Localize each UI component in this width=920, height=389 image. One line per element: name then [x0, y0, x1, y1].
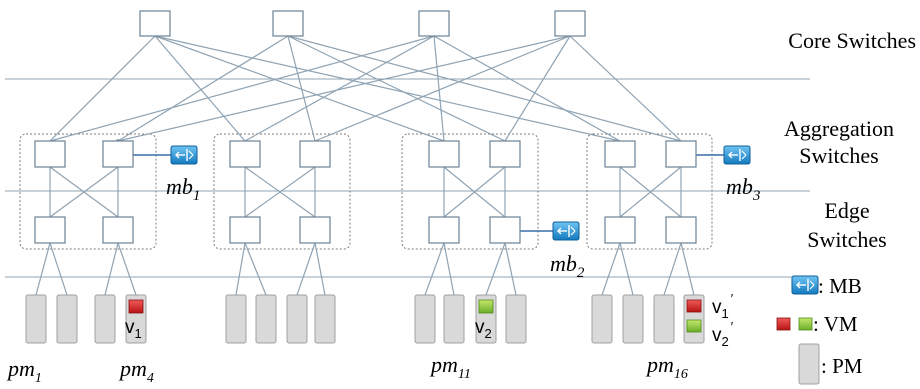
edge-switch [428, 216, 460, 244]
edge-pm-links [35, 242, 695, 296]
vm-label-v1: v1 [125, 317, 142, 341]
mb-links [131, 154, 724, 232]
agg-switch [604, 140, 636, 168]
virtual-machines [128, 299, 702, 333]
vm-label-v2-prime: v2′ [712, 319, 734, 349]
pm-label-4: pm4 [118, 356, 154, 386]
core-switch [139, 10, 171, 37]
edge-switch [34, 216, 66, 244]
legend-vm-green [798, 317, 813, 331]
agg-switch [489, 140, 521, 168]
pod-containers [19, 133, 713, 250]
middlebox-icon [552, 221, 580, 241]
edge-switch [489, 216, 521, 244]
layer-label-edge-1: Edge [824, 198, 869, 223]
layer-separators [5, 78, 810, 278]
mb-label-1: mb1 [166, 174, 200, 204]
legend-vm-red [776, 317, 791, 331]
edge-switches [34, 216, 697, 244]
layer-label-edge-2: Switches [807, 227, 886, 252]
agg-switch [428, 140, 460, 168]
pm-box [94, 294, 116, 344]
pm-label-11: pm11 [429, 352, 471, 382]
vm-red [686, 299, 702, 313]
edge-switch [299, 216, 331, 244]
edge-switch [665, 216, 697, 244]
core-switch [554, 10, 586, 37]
pod-3 [401, 133, 539, 250]
pm-box [591, 294, 613, 344]
core-switch [418, 10, 450, 37]
pm-box [414, 294, 436, 344]
edge-switch [229, 216, 261, 244]
agg-switch [299, 140, 331, 168]
agg-switch [665, 140, 697, 168]
edge-switch [102, 216, 134, 244]
pm-box [314, 294, 336, 344]
legend: : MB : VM : PM [776, 274, 863, 385]
middlebox-icon [723, 145, 751, 165]
vm-red [128, 299, 144, 314]
layer-label-aggregation-1: Aggregation [784, 116, 894, 141]
layer-label-core: Core Switches [788, 28, 916, 53]
pm-box [286, 294, 308, 344]
pm-box [225, 294, 247, 344]
pm-box [505, 294, 527, 344]
pod-4 [586, 133, 713, 250]
vm-label-v2: v2 [475, 317, 492, 341]
pm-label-1: pm1 [6, 356, 42, 386]
pm-box [653, 294, 675, 344]
mb-label-2: mb2 [550, 251, 585, 281]
pod-2 [213, 133, 351, 250]
layer-label-aggregation-2: Switches [799, 143, 878, 168]
mb-label-3: mb3 [726, 174, 760, 204]
legend-mb-text: : MB [818, 274, 862, 298]
legend-pm-text: : PM [821, 354, 863, 378]
core-agg-links [49, 35, 682, 142]
pm-box [56, 294, 78, 344]
legend-pm-box [798, 343, 820, 385]
core-switch [272, 10, 304, 37]
agg-switch [34, 140, 66, 168]
intra-pod-links [49, 166, 682, 218]
core-switches [139, 10, 586, 37]
pm-box [622, 294, 644, 344]
vm-label-v1-prime: v1′ [712, 291, 734, 321]
pm-box [255, 294, 277, 344]
vm-green [686, 319, 702, 333]
aggregation-switches [34, 140, 697, 168]
agg-switch [229, 140, 261, 168]
pod-1 [19, 133, 157, 250]
pm-box [25, 294, 47, 344]
vm-green [478, 299, 494, 314]
agg-switch [102, 140, 134, 168]
pm-label-16: pm16 [645, 352, 688, 382]
legend-mb-icon [791, 275, 819, 295]
edge-switch [604, 216, 636, 244]
middlebox-icon [170, 145, 198, 165]
legend-vm-text: : VM [813, 312, 858, 336]
pm-box [443, 294, 465, 344]
